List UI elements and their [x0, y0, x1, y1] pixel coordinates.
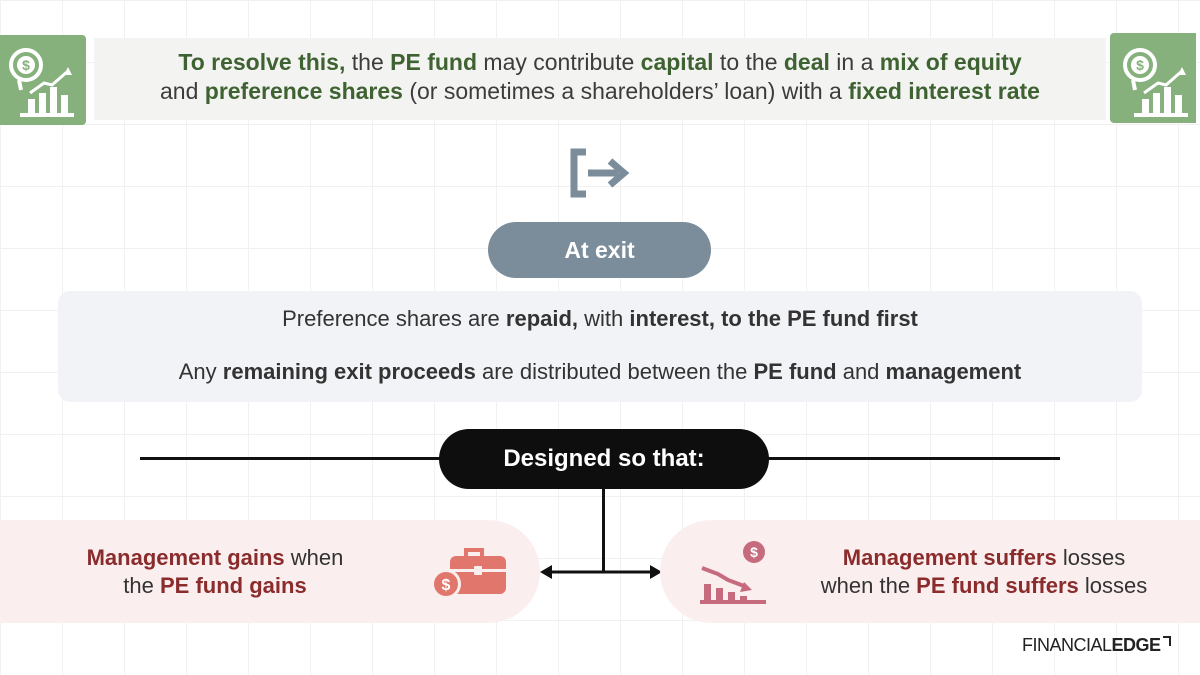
text-segment: remaining exit proceeds [222, 359, 476, 384]
designed-so-that-label: Designed so that: [439, 429, 769, 489]
management-losses-line-2: when the PE fund suffers losses [782, 572, 1186, 600]
management-losses-text: Management suffers losses when the PE fu… [782, 544, 1186, 600]
management-gains-line-1: Management gains when [30, 544, 400, 572]
text-segment: management [885, 359, 1022, 384]
text-segment: Management suffers [842, 545, 1057, 570]
text-segment: Any [178, 359, 223, 384]
text-segment: losses [1078, 573, 1148, 598]
text-segment: PE fund suffers [916, 573, 1079, 598]
at-exit-label: At exit [488, 222, 711, 278]
text-segment: to the [713, 49, 784, 75]
text-segment: PE fund [390, 49, 478, 75]
logo-mark-icon [1162, 636, 1171, 646]
money-growth-chart-icon: $ [1110, 33, 1196, 123]
text-segment: PE fund [753, 359, 837, 384]
preference-repaid-text: Preference shares are repaid, with inter… [58, 306, 1142, 332]
text-segment: Preference shares are [282, 306, 506, 331]
text-segment: the [123, 573, 160, 598]
text-segment: losses [1056, 545, 1126, 570]
text-segment: in a [829, 49, 880, 75]
svg-text:$: $ [750, 544, 758, 560]
text-segment: deal [783, 49, 830, 75]
divider-right [768, 457, 1060, 460]
financial-edge-logo: FINANCIALEDGE [1022, 635, 1172, 656]
text-segment: (or sometimes a shareholders’ loan) with… [402, 78, 849, 104]
text-segment: are distributed between the [475, 359, 754, 384]
exit-details-box [58, 291, 1142, 402]
remaining-proceeds-text: Any remaining exit proceeds are distribu… [58, 359, 1142, 385]
text-segment: interest, [629, 306, 715, 331]
text-segment: and [836, 359, 886, 384]
management-gains-line-2: the PE fund gains [30, 572, 400, 600]
double-arrow-icon [540, 562, 662, 582]
text-segment: when [284, 545, 344, 570]
top-banner [94, 38, 1106, 120]
top-statement: To resolve this, the PE fund may contrib… [94, 48, 1106, 106]
logo-financial: FINANCIAL [1022, 635, 1112, 655]
text-segment: preference shares [204, 78, 403, 104]
svg-text:$: $ [442, 577, 451, 594]
top-statement-line-2: and preference shares (or sometimes a sh… [94, 77, 1106, 106]
divider-left [140, 457, 440, 460]
management-losses-panel [660, 520, 1200, 623]
text-segment: PE fund gains [160, 573, 307, 598]
text-segment: To resolve this, [178, 49, 346, 75]
text-segment: repaid, [505, 306, 579, 331]
svg-text:$: $ [1136, 57, 1144, 73]
text-segment: Management gains [86, 545, 285, 570]
text-segment: fixed interest rate [848, 78, 1040, 104]
management-losses-line-1: Management suffers losses [782, 544, 1186, 572]
briefcase-dollar-icon: $ [428, 540, 508, 604]
declining-chart-dollar-icon: $ [698, 540, 770, 606]
text-segment: with [578, 306, 630, 331]
text-segment: the [345, 49, 391, 75]
text-segment: and [160, 78, 205, 104]
money-growth-chart-icon: $ [0, 35, 86, 125]
text-segment: may contribute [477, 49, 641, 75]
exit-arrow-icon [566, 148, 636, 198]
logo-edge: EDGE [1111, 635, 1162, 655]
text-segment: to the PE fund first [721, 306, 918, 331]
top-statement-line-1: To resolve this, the PE fund may contrib… [94, 48, 1106, 77]
text-segment: when the [820, 573, 917, 598]
svg-text:$: $ [22, 57, 30, 73]
text-segment: capital [640, 49, 714, 75]
connector-stem [602, 489, 605, 573]
text-segment: mix of equity [879, 49, 1022, 75]
management-gains-text: Management gains when the PE fund gains [30, 544, 400, 600]
